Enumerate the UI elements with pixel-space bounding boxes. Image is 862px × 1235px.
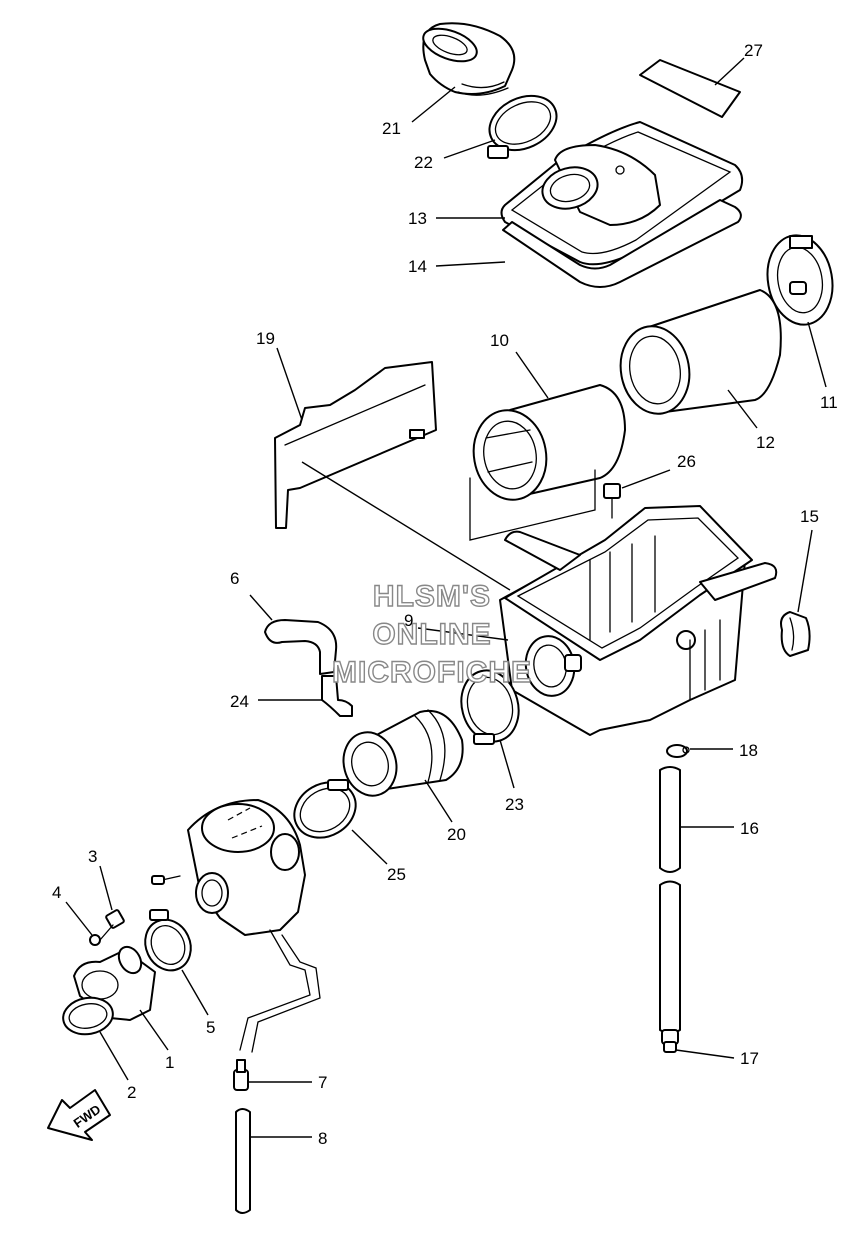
part-18-clip (666, 744, 690, 758)
part-17-drain-plug (661, 1029, 679, 1053)
label-24: 24 (230, 692, 249, 711)
label-25: 25 (387, 865, 406, 884)
label-5: 5 (206, 1018, 215, 1037)
label-18: 18 (739, 741, 758, 760)
label-12: 12 (756, 433, 775, 452)
part-13-airbox-cover (500, 121, 744, 266)
label-20: 20 (447, 825, 466, 844)
label-8: 8 (318, 1129, 327, 1148)
label-4: 4 (52, 883, 61, 902)
carburetor-assembly (151, 799, 321, 1053)
part-20-intake-joint (342, 709, 464, 797)
watermark: HLSM'S ONLINE MICROFICHE (331, 579, 532, 689)
label-1: 1 (165, 1053, 174, 1072)
label-13: 13 (408, 209, 427, 228)
watermark-line-3: MICROFICHE (332, 656, 532, 689)
part-8-hose (235, 1108, 251, 1214)
part-10-inner-filter (469, 384, 626, 541)
label-14: 14 (408, 257, 427, 276)
part-5-hose-clamp (144, 909, 192, 972)
part-6-breather-hose (264, 619, 338, 675)
part-16-drain-hose (659, 766, 681, 1034)
forward-arrow: FWD (47, 1089, 111, 1141)
part-3-bolt (99, 909, 125, 941)
label-9: 9 (404, 611, 413, 630)
label-26: 26 (677, 452, 696, 471)
part-7-hose-fitting (233, 1059, 249, 1091)
label-22: 22 (414, 153, 433, 172)
label-10: 10 (490, 331, 509, 350)
part-14-gasket (502, 199, 742, 288)
part-9-air-cleaner-case (499, 505, 778, 736)
label-15: 15 (800, 507, 819, 526)
part-23-hose-clamp (460, 669, 520, 745)
part-15-clip (780, 611, 811, 657)
part-24-joint (321, 675, 353, 717)
watermark-line-1: HLSM'S (373, 580, 491, 613)
label-19: 19 (256, 329, 275, 348)
part-21-intake-duct (422, 22, 516, 96)
label-3: 3 (88, 847, 97, 866)
part-labels: 27 21 22 13 14 10 19 11 12 26 15 6 9 24 … (52, 41, 838, 1148)
part-2-o-ring (62, 996, 114, 1036)
part-25-hose-clamp (293, 779, 357, 839)
part-27-label-sticker (639, 59, 741, 118)
label-23: 23 (505, 795, 524, 814)
label-17: 17 (740, 1049, 759, 1068)
part-26-bolt (603, 483, 621, 519)
label-27: 27 (744, 41, 763, 60)
label-21: 21 (382, 119, 401, 138)
leader-lines (65, 57, 827, 1138)
label-7: 7 (318, 1073, 327, 1092)
label-11: 11 (820, 393, 838, 412)
label-6: 6 (230, 569, 239, 588)
label-2: 2 (127, 1083, 136, 1102)
label-16: 16 (740, 819, 759, 838)
part-22-hose-clamp (487, 94, 558, 159)
watermark-line-2: ONLINE (372, 618, 491, 651)
part-4-washer (89, 934, 101, 946)
part-12-outer-filter (619, 289, 782, 415)
part-19-shield-plate (274, 361, 437, 529)
part-11-end-cap (766, 234, 834, 326)
